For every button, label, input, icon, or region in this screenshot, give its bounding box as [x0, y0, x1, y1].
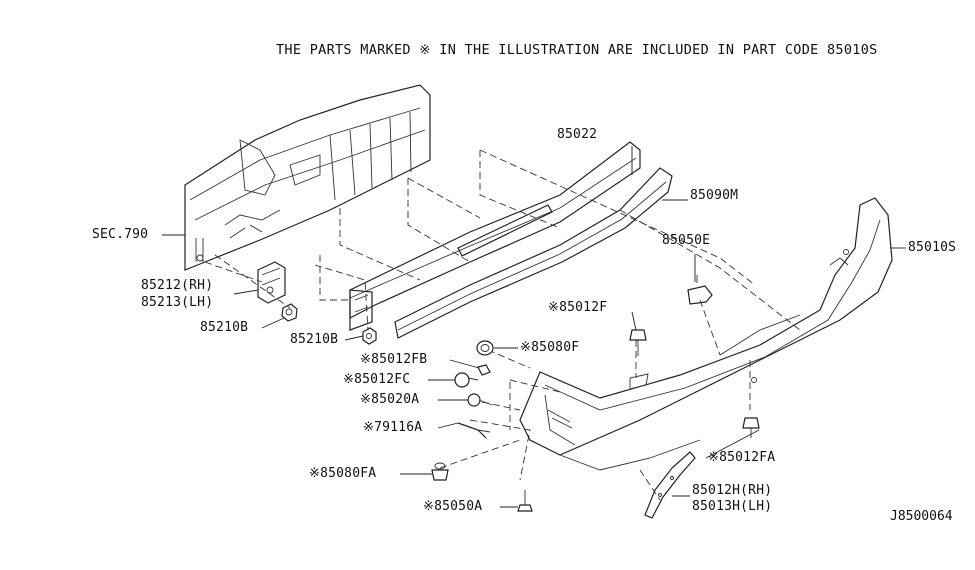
label-85012h[interactable]: 85012H(RH): [692, 483, 773, 498]
bolt-85020a: [467, 393, 493, 407]
label-85210b-right[interactable]: 85210B: [290, 332, 339, 347]
grommet-85080f: [476, 340, 494, 356]
bolt-85012fb: [477, 364, 491, 376]
diagram-code: J8500064: [890, 509, 953, 524]
bracket-part: [257, 261, 286, 304]
rear-body-panel: [184, 84, 431, 271]
clip-85050e: [687, 275, 713, 305]
label-85080f[interactable]: ※85080F: [520, 340, 580, 355]
label-79116a[interactable]: ※79116A: [363, 420, 423, 435]
label-85212[interactable]: 85212(RH): [141, 278, 214, 293]
label-85213[interactable]: 85213(LH): [141, 295, 214, 310]
label-85210b-left[interactable]: 85210B: [200, 320, 249, 335]
label-85012fc[interactable]: ※85012FC: [343, 372, 411, 387]
label-85013h[interactable]: 85013H(LH): [692, 499, 773, 514]
label-sec790[interactable]: SEC.790: [92, 227, 149, 242]
nut-85210b-left: [281, 303, 298, 322]
label-85022[interactable]: 85022: [557, 127, 598, 142]
wire-79116a: [457, 422, 491, 439]
label-85050a[interactable]: ※85050A: [423, 499, 483, 514]
label-85020a[interactable]: ※85020A: [360, 392, 420, 407]
label-85012fa[interactable]: ※85012FA: [708, 450, 776, 465]
screw-85050a: [517, 490, 533, 512]
screw-85012f: [629, 329, 647, 356]
nut-85210b-right: [362, 327, 377, 345]
parts-note: THE PARTS MARKED ※ IN THE ILLUSTRATION A…: [276, 42, 878, 58]
side-retainer: [644, 451, 696, 519]
screw-85012fa: [742, 417, 760, 438]
rivet-85012fc: [454, 372, 479, 388]
energy-absorber: [394, 167, 673, 339]
label-85050e[interactable]: 85050E: [662, 233, 711, 248]
label-85090m[interactable]: 85090M: [690, 188, 739, 203]
label-85080fa[interactable]: ※85080FA: [309, 466, 377, 481]
label-85012f[interactable]: ※85012F: [548, 300, 608, 315]
label-85010s[interactable]: 85010S: [908, 240, 957, 255]
bumper-fascia: [519, 197, 893, 471]
leader-lines: [162, 146, 906, 508]
label-85012fb[interactable]: ※85012FB: [360, 352, 428, 367]
grommet-85080fa: [431, 462, 449, 481]
